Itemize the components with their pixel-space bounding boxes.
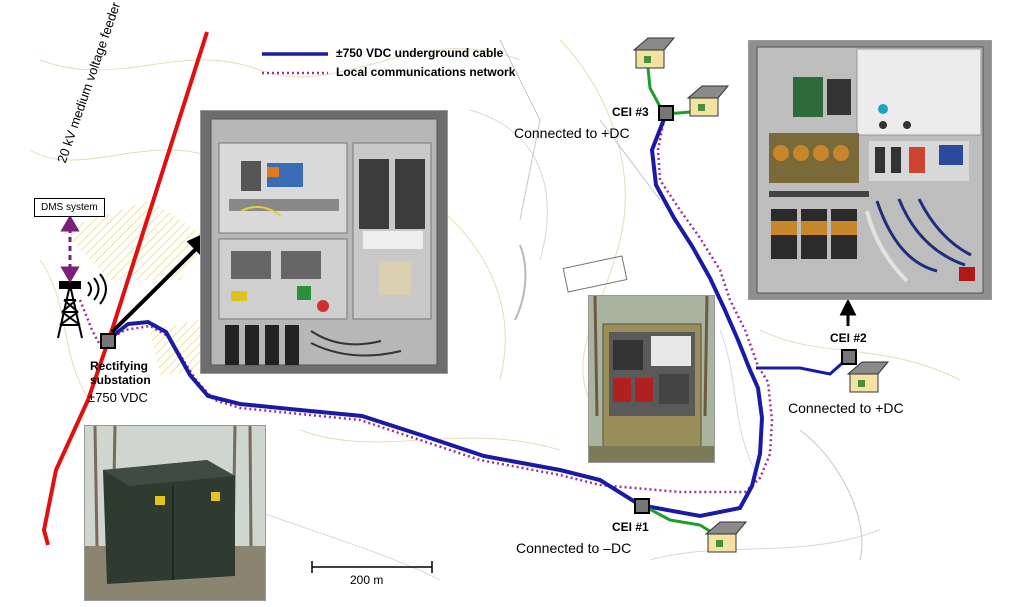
cei1-node <box>634 498 650 514</box>
cei-interior-photo <box>748 40 992 300</box>
scale-label: 200 m <box>350 573 384 587</box>
legend-comm-label: Local communications network <box>336 65 516 79</box>
cei-kiosk-photo <box>588 295 715 463</box>
communications-network-line <box>78 119 774 494</box>
dms-link-arrow <box>60 215 80 283</box>
house-icon <box>632 37 676 69</box>
substation-name: Rectifying substation <box>90 359 151 387</box>
cei2-node <box>841 349 857 365</box>
substation-kiosk-photo <box>84 425 266 601</box>
cei2-pointer-arrow <box>839 298 857 326</box>
dms-system-box: DMS system <box>34 198 105 217</box>
cei2-label: CEI #2 <box>830 331 867 345</box>
house-icon <box>686 85 730 117</box>
medium-voltage-feeder <box>41 31 209 546</box>
hatched-areas <box>60 200 210 375</box>
rectifier-cabinet-photo <box>200 110 448 374</box>
parcel-outline <box>562 255 628 293</box>
cei2-connection: Connected to +DC <box>788 400 904 416</box>
cei1-connection: Connected to –DC <box>516 540 632 556</box>
dc-underground-cable <box>106 113 765 519</box>
cei3-label: CEI #3 <box>612 105 649 119</box>
cei3-connection: Connected to +DC <box>514 125 630 141</box>
rectifying-substation-node <box>100 333 116 349</box>
cei1-label: CEI #1 <box>612 520 649 534</box>
scale-bar <box>311 561 433 573</box>
house-icon <box>704 521 748 553</box>
legend-cable-label: ±750 VDC underground cable <box>336 46 504 60</box>
cei3-node <box>658 105 674 121</box>
communication-tower-icon <box>57 273 107 339</box>
house-icon <box>846 361 890 393</box>
substation-voltage: ±750 VDC <box>88 390 148 405</box>
dc-cable-branch-cei2 <box>756 356 849 376</box>
